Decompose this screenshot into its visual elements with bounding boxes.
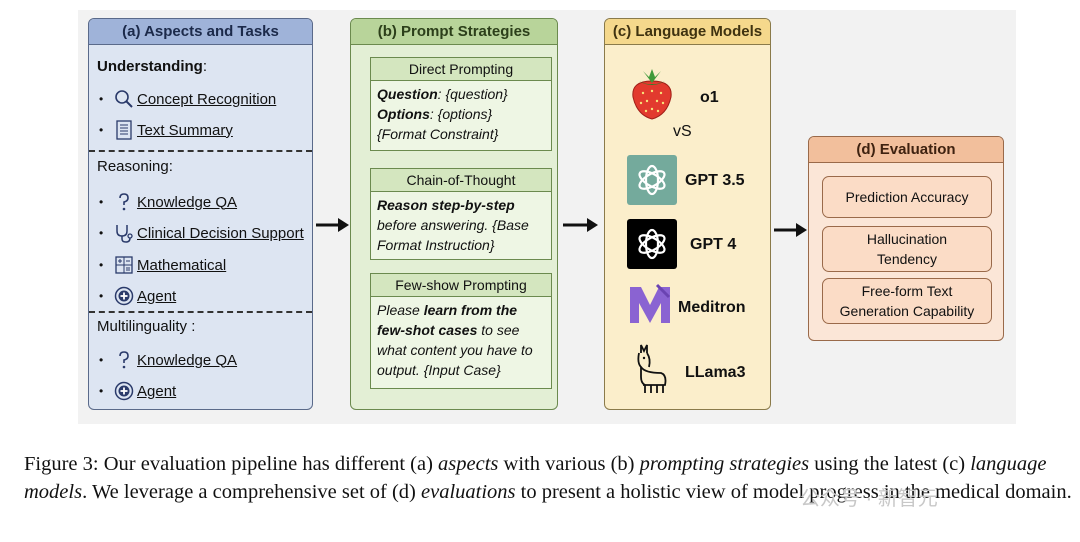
strategy-cot-body: Reason step-by-step before answering. {B…: [370, 192, 552, 260]
divider-dashed: [89, 150, 312, 152]
calculator-icon: [113, 255, 135, 275]
strategy-fewshot-body: Please learn from the few-shot cases to …: [370, 297, 552, 389]
model-gpt35: GPT 3.5: [685, 172, 745, 189]
question-mark-icon: [113, 192, 135, 212]
strategy-direct-body: Question: {question} Options: {options} …: [370, 81, 552, 151]
strategy-direct-title: Direct Prompting: [370, 57, 552, 81]
panel-evaluation: (d) Evaluation Prediction Accuracy Hallu…: [808, 136, 1004, 341]
task-agent: • Agent: [99, 286, 177, 306]
model-meditron: Meditron: [678, 299, 746, 316]
arrow-right-icon: [563, 218, 598, 232]
openai-logo-icon: [627, 155, 677, 205]
task-knowledge-qa-multilingual: • Knowledge QA: [99, 350, 238, 370]
openai-logo-icon: [627, 219, 677, 269]
task-clinical-decision-support: • Clinical Decision Support: [99, 223, 304, 243]
divider-dashed: [89, 311, 312, 313]
stethoscope-icon: [113, 223, 135, 243]
eval-hallucination-tendency: Hallucination Tendency: [822, 226, 992, 272]
task-concept-recognition: • Concept Recognition: [99, 89, 277, 109]
task-knowledge-qa: • Knowledge QA: [99, 192, 238, 212]
strawberry-icon: [632, 69, 672, 120]
eval-free-form-text: Free-form Text Generation Capability: [822, 278, 992, 324]
arrow-right-icon: [774, 223, 807, 237]
eval-prediction-accuracy: Prediction Accuracy: [822, 176, 992, 218]
panel-d-title: (d) Evaluation: [809, 137, 1003, 163]
panel-prompt-strategies: (b) Prompt Strategies Direct Prompting Q…: [350, 18, 558, 410]
task-text-summary: • Text Summary: [99, 120, 233, 140]
task-agent-multilingual: • Agent: [99, 381, 177, 401]
llama-icon: [637, 344, 667, 393]
panel-b-title: (b) Prompt Strategies: [351, 19, 557, 45]
panel-a-title: (a) Aspects and Tasks: [89, 19, 312, 45]
watermark: 公众号 · 新智元: [800, 488, 938, 510]
document-list-icon: [113, 120, 135, 140]
arrow-right-icon: [316, 218, 349, 232]
plus-circle-icon: [113, 381, 135, 401]
question-mark-icon: [113, 350, 135, 370]
strategy-fewshot-title: Few-show Prompting: [370, 273, 552, 297]
figure-caption: Figure 3: Our evaluation pipeline has di…: [24, 453, 1072, 503]
meditron-logo-icon: [630, 283, 671, 323]
plus-circle-icon: [113, 286, 135, 306]
model-gpt4: GPT 4: [690, 236, 737, 253]
vs-label: vS: [673, 123, 692, 140]
magnifier-icon: [113, 89, 135, 109]
task-mathematical: • Mathematical: [99, 255, 227, 275]
section-understanding: Understanding:: [97, 58, 208, 75]
section-reasoning: Reasoning:: [97, 158, 173, 175]
section-multilinguality: Multilinguality :: [97, 318, 196, 335]
panel-c-title: (c) Language Models: [605, 19, 770, 45]
strategy-cot-title: Chain-of-Thought: [370, 168, 552, 192]
panel-aspects-tasks: (a) Aspects and Tasks Understanding: • C…: [88, 18, 313, 410]
panel-language-models: (c) Language Models o1 vS GPT 3.5 GPT 4 …: [604, 18, 771, 410]
model-llama3: LLama3: [685, 364, 746, 381]
model-o1: o1: [700, 89, 719, 106]
